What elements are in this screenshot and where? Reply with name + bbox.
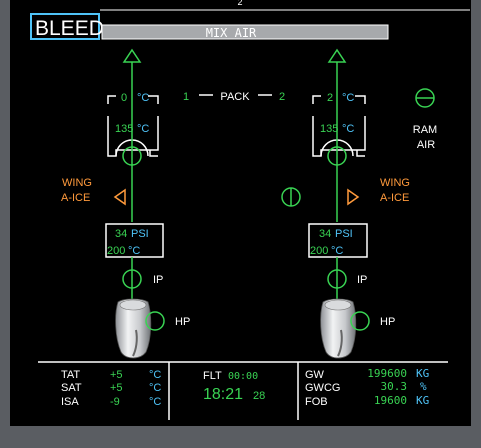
left-engine-icon [115, 298, 152, 359]
left-pack-outlet-temp: 0 [121, 92, 127, 104]
gwcg-label: GWCG [305, 382, 340, 394]
right-wing-aice-line2: A-ICE [380, 192, 409, 204]
pack-label: PACK [220, 91, 250, 103]
left-up-arrow-icon [122, 48, 142, 63]
right-engine-icon [320, 298, 357, 359]
left-bleed-temp: 200 [107, 245, 125, 257]
right-ip-valve-icon [327, 269, 347, 289]
right-pack-bracket-r [355, 95, 366, 104]
left-ip-valve-icon [122, 269, 142, 289]
right-pack-body-r [356, 150, 365, 157]
left-pack-bracket-r [148, 95, 159, 104]
left-pack-inlet-temp: 135 [115, 123, 133, 135]
sat-value: +5 [110, 382, 123, 394]
sat-label: SAT [61, 382, 82, 394]
isa-label: ISA [61, 396, 79, 408]
isa-unit: °C [149, 396, 161, 408]
gw-unit: KG [416, 367, 429, 380]
flt-time: 00:00 [228, 371, 258, 382]
right-hp-valve-icon [350, 311, 370, 331]
right-pack-outlet-temp: 2 [327, 92, 333, 104]
gw-label: GW [305, 369, 325, 381]
left-pack-body-r [149, 150, 158, 157]
ram-air-line2: AIR [417, 139, 435, 151]
left-bleed-psi: 34 [115, 228, 127, 240]
tat-unit: °C [149, 369, 161, 381]
top-marker: 2 [237, 0, 242, 7]
right-pack-outlet-unit: °C [342, 92, 354, 104]
left-ip-label: IP [153, 274, 163, 286]
pack-1-number: 1 [183, 91, 189, 103]
left-hp-valve-icon [145, 311, 165, 331]
left-wing-aice-line1: WING [62, 177, 92, 189]
right-ip-label: IP [357, 274, 367, 286]
ram-air-line1: RAM [413, 124, 437, 136]
left-wing-aice-line2: A-ICE [61, 192, 90, 204]
isa-value: -9 [110, 396, 120, 408]
left-bleed-box [105, 223, 164, 258]
fob-value: 19600 [374, 394, 407, 407]
right-bleed-temp-unit: °C [331, 245, 343, 257]
pack-2-number: 2 [279, 91, 285, 103]
left-pack-inlet-unit: °C [137, 123, 149, 135]
mix-air-bar [101, 24, 389, 40]
right-pack-inlet-unit: °C [342, 123, 354, 135]
right-hp-label: HP [380, 316, 395, 328]
fob-unit: KG [416, 394, 429, 407]
mix-air-label: MIX AIR [206, 26, 257, 40]
right-bleed-temp: 200 [310, 245, 328, 257]
left-hp-label: HP [175, 316, 190, 328]
right-pack-inlet-temp: 135 [320, 123, 338, 135]
right-bleed-box [308, 223, 368, 258]
right-pack-bracket [312, 95, 321, 104]
right-wing-aice-arrow-icon [347, 188, 360, 206]
right-bleed-psi-unit: PSI [335, 228, 353, 240]
gwcg-unit: % [420, 380, 427, 393]
sat-unit: °C [149, 382, 161, 394]
left-wing-aice-arrow-icon [113, 188, 126, 206]
right-up-arrow-icon [327, 48, 347, 63]
gwcg-value: 30.3 [381, 380, 408, 393]
left-pack-bracket [107, 95, 116, 104]
left-bleed-temp-unit: °C [128, 245, 140, 257]
left-pack-outlet-unit: °C [137, 92, 149, 104]
gw-value: 199600 [367, 367, 407, 380]
tat-label: TAT [61, 369, 80, 381]
left-bleed-psi-unit: PSI [131, 228, 149, 240]
display-background [10, 0, 471, 426]
right-bleed-psi: 34 [319, 228, 331, 240]
right-wing-aice-line1: WING [380, 177, 410, 189]
page-title-frame [30, 13, 100, 40]
utc-hours-minutes: 18:21 [203, 386, 243, 403]
utc-seconds: 28 [253, 390, 265, 402]
flt-label: FLT [203, 370, 222, 382]
tat-value: +5 [110, 369, 123, 381]
page-title: BLEED [35, 17, 104, 40]
fob-label: FOB [305, 396, 328, 408]
